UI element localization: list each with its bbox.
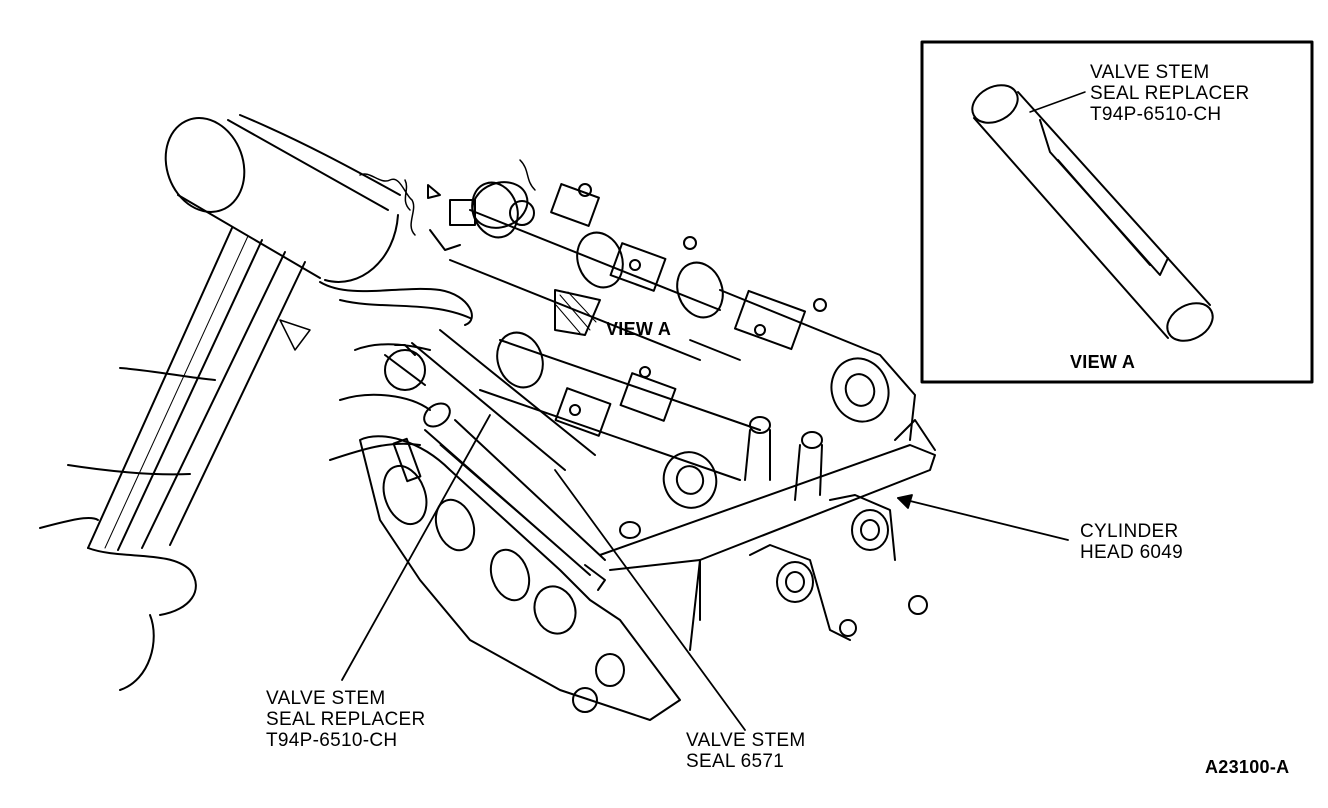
inset-leader-line (1029, 91, 1086, 113)
inset-tool-label-line3: T94P-6510-CH (1090, 104, 1222, 125)
inset-tool-label: VALVE STEM SEAL REPLACER T94P-6510-CH (1090, 62, 1249, 125)
mallet (87, 114, 401, 551)
inset-tool-label-line1: VALVE STEM (1090, 62, 1210, 83)
leader-cylinder-head (897, 497, 1069, 541)
cylinder-head-label-line1: CYLINDER (1080, 521, 1179, 542)
inset-seal-replacer-tool (971, 84, 1214, 342)
cylinder-head-assembly (279, 159, 936, 721)
tool-label-line1: VALVE STEM (266, 688, 386, 709)
seal-replacer-tool (411, 329, 606, 591)
leader-view-a (689, 339, 741, 361)
tool-label-line2: SEAL REPLACER (266, 709, 426, 730)
leader-cylinder-head-arrow (897, 494, 913, 509)
figure-id: A23100-A (1205, 757, 1290, 777)
hand (39, 281, 473, 691)
view-a-callout: VIEW A (606, 319, 672, 339)
cylinder-head-label: CYLINDER HEAD 6049 (1080, 521, 1183, 563)
valve-seal-label-line1: VALVE STEM (686, 730, 806, 751)
leader-lines (341, 339, 1069, 731)
inset-view-a-title: VIEW A (1070, 352, 1136, 372)
cylinder-head-label-line2: HEAD 6049 (1080, 542, 1184, 563)
tool-label-line3: T94P-6510-CH (266, 730, 398, 751)
valve-seal-label-line2: SEAL 6571 (686, 751, 785, 772)
inset-tool-label-line2: SEAL REPLACER (1090, 83, 1250, 104)
leader-tool (341, 414, 491, 681)
valve-seal-label: VALVE STEM SEAL 6571 (686, 730, 806, 772)
leader-valve-seal (554, 469, 746, 731)
tool-label: VALVE STEM SEAL REPLACER T94P-6510-CH (266, 688, 425, 751)
inset-view-a (920, 40, 1314, 384)
